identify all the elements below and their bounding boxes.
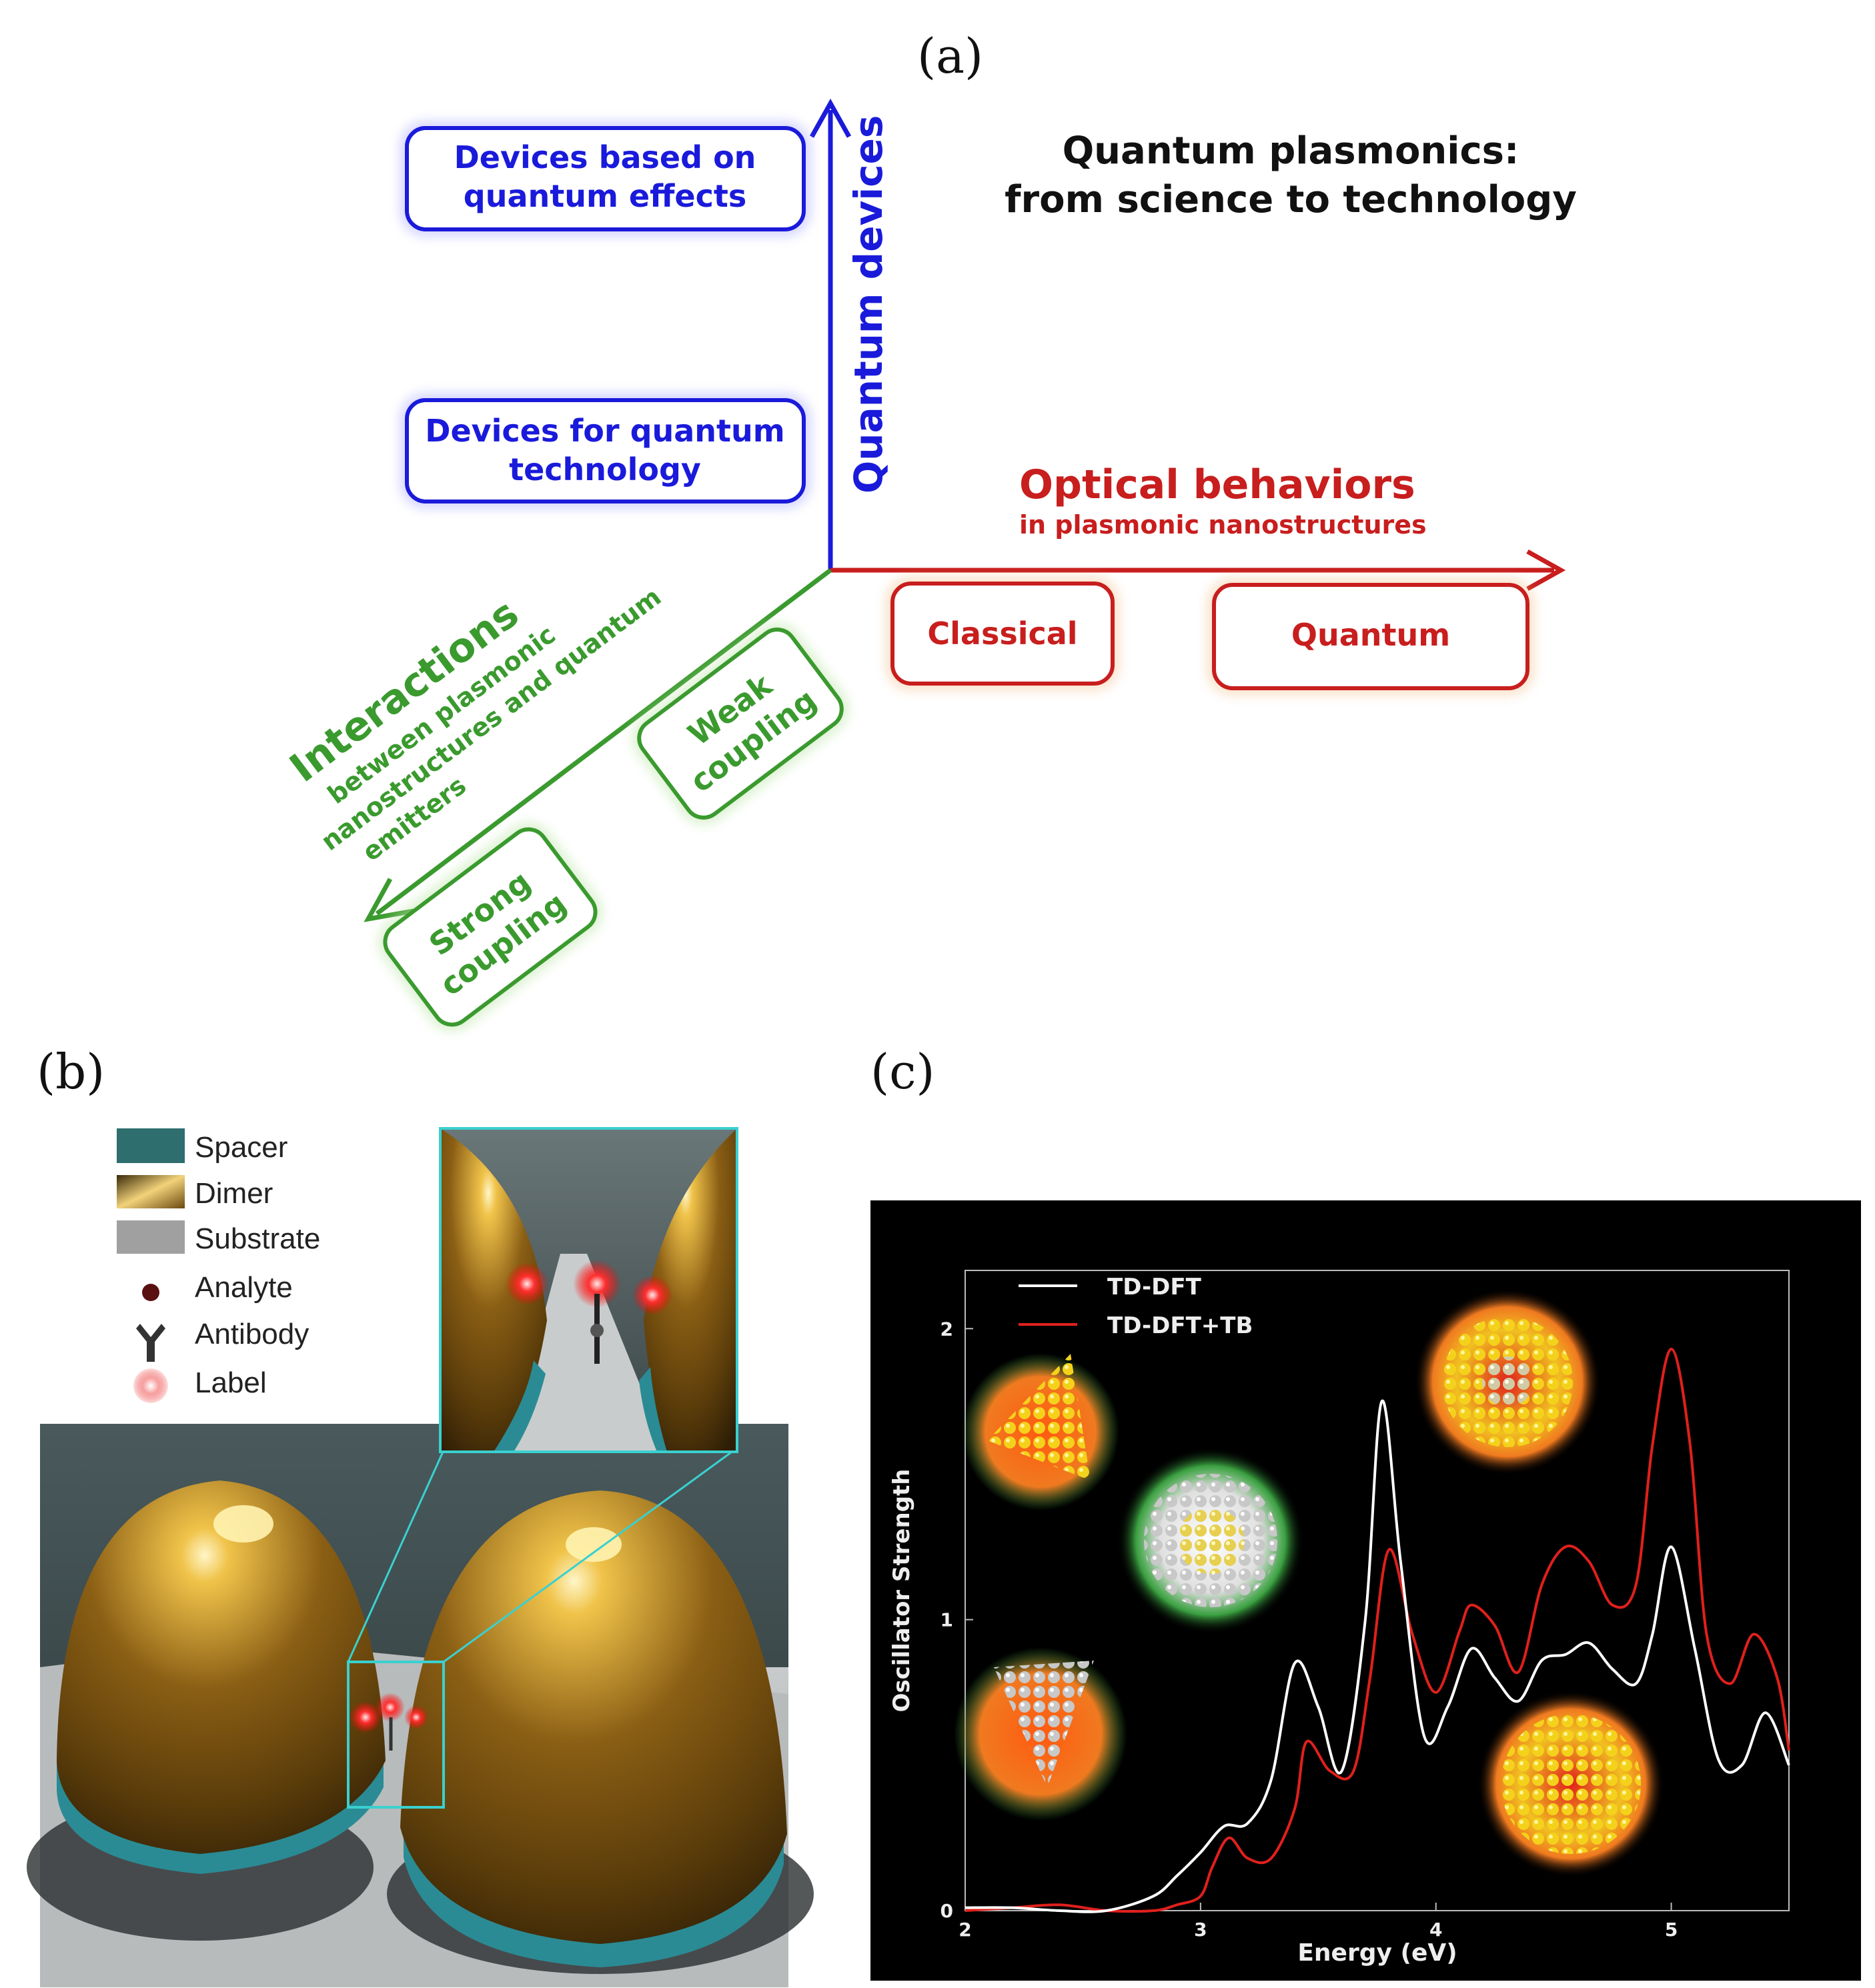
panel-a-diagram: Quantum plasmonics: from science to tech… xyxy=(281,98,1577,1032)
legend-label-substrate: Substrate xyxy=(195,1222,320,1255)
legend-label-label: Label xyxy=(195,1366,267,1399)
optical-behaviors-axis-label: Optical behaviors xyxy=(1019,461,1415,508)
box-devices-quantum-effects: Devices based on quantum effects xyxy=(400,121,811,237)
series-line-td-dft xyxy=(965,1399,1790,1913)
box-classical: Classical xyxy=(885,576,1120,691)
chart-background xyxy=(870,1200,1861,1981)
optical-behaviors-axis-sublabel: in plasmonic nanostructures xyxy=(1019,510,1427,540)
interactions-axis xyxy=(375,568,832,916)
x-tick-label: 3 xyxy=(1194,1919,1207,1941)
analyte-icon xyxy=(142,1284,159,1301)
box-quantum: Quantum xyxy=(1207,578,1535,696)
zoom-inset xyxy=(439,1127,738,1453)
chart-legend: TD-DFT TD-DFT+TB xyxy=(1019,1274,1253,1339)
right-dimer-spacer xyxy=(404,1827,784,1967)
panel-a-title-line1: Quantum plasmonics: xyxy=(1063,129,1519,173)
panel-c-chart: TD-DFT TD-DFT+TB Oscillator Strength Ene… xyxy=(870,1200,1861,1981)
y-tick-label: 0 xyxy=(941,1900,953,1922)
x-tick-label: 2 xyxy=(959,1919,971,1941)
optical-behaviors-arrowhead xyxy=(1526,549,1566,592)
box-devices-effects-line1: Devices based on xyxy=(454,139,756,175)
legend-swatch-dimer xyxy=(117,1175,185,1208)
nanoparticle-insets xyxy=(954,1288,1664,1877)
panel-b-legend: Spacer Dimer Substrate Analyte Antibody … xyxy=(117,1128,320,1403)
legend-label-analyte: Analyte xyxy=(195,1271,293,1304)
quantum-devices-arrowhead xyxy=(809,98,852,138)
y-tick-label: 2 xyxy=(941,1318,953,1340)
antibody-icon xyxy=(136,1324,165,1362)
legend-label-tddft-tb: TD-DFT+TB xyxy=(1107,1312,1253,1339)
panel-label-c: (c) xyxy=(870,1044,935,1100)
series-layer xyxy=(965,1347,1790,1913)
tick-layer: 2 3 4 5 0 1 2 xyxy=(941,1318,1678,1941)
box-quantum-label: Quantum xyxy=(1291,617,1450,653)
box-weak-coupling: Weak coupling xyxy=(632,622,849,825)
quantum-devices-axis-label: Quantum devices xyxy=(846,115,891,493)
right-dimer-dome xyxy=(400,1490,787,1944)
left-dimer-dome xyxy=(57,1480,386,1854)
panel-label-b: (b) xyxy=(37,1044,105,1100)
legend-label-tddft: TD-DFT xyxy=(1107,1274,1202,1300)
label-icon xyxy=(133,1368,168,1403)
legend-swatch-substrate xyxy=(117,1220,185,1254)
left-dimer-spacer xyxy=(57,1754,384,1874)
legend-label-antibody: Antibody xyxy=(195,1318,309,1350)
box-devices-quantum-technology: Devices for quantum technology xyxy=(400,393,811,509)
x-axis-label: Energy (eV) xyxy=(1297,1939,1457,1967)
legend-label-dimer: Dimer xyxy=(195,1177,273,1210)
box-devices-tech-line2: technology xyxy=(509,451,701,487)
box-strong-coupling: Strong coupling xyxy=(378,822,603,1032)
dimer-scene xyxy=(27,1424,814,1987)
x-tick-label: 5 xyxy=(1665,1919,1678,1941)
panel-b-illustration: Spacer Dimer Substrate Analyte Antibody … xyxy=(27,1127,814,1987)
x-tick-label: 4 xyxy=(1429,1919,1442,1941)
panel-label-a: (a) xyxy=(917,28,984,84)
panel-a-title-line2: from science to technology xyxy=(1005,178,1577,221)
zoom-region xyxy=(347,1661,445,1809)
box-devices-tech-line1: Devices for quantum xyxy=(425,413,784,449)
legend-swatch-spacer xyxy=(117,1128,185,1163)
box-devices-effects-line2: quantum effects xyxy=(464,178,746,214)
series-line-td-dft-tb xyxy=(965,1347,1790,1913)
y-tick-label: 1 xyxy=(941,1609,953,1631)
y-axis-label: Oscillator Strength xyxy=(888,1469,915,1713)
box-classical-label: Classical xyxy=(927,616,1077,652)
plot-frame xyxy=(965,1270,1790,1911)
legend-label-spacer: Spacer xyxy=(195,1131,287,1164)
